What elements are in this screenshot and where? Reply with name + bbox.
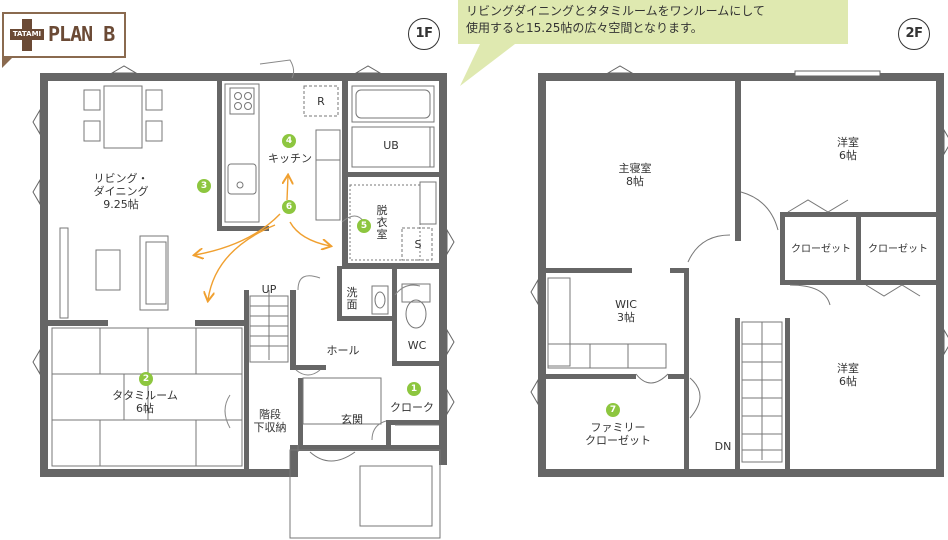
storage-s-label: S — [414, 238, 422, 251]
callout-line-1: リビングダイニングとタタミルームをワンルームにして — [466, 4, 765, 18]
badge-2: 2 — [139, 372, 153, 386]
callout-line-2: 使用すると15.25帖の広々空間となります。 — [466, 21, 703, 35]
badge-3: 3 — [197, 179, 211, 193]
living-room-label: リビング・ ダイニング 9.25帖 — [93, 172, 149, 211]
badge-1: 1 — [407, 382, 421, 396]
badge-4: 4 — [282, 134, 296, 148]
logo-tag: TATAMI — [10, 29, 44, 39]
bath-label: UB — [383, 139, 399, 152]
floor-1-walls — [40, 73, 447, 477]
wc-label: WC — [407, 339, 427, 352]
badge-5: 5 — [357, 219, 371, 233]
callout-box: リビングダイニングとタタミルームをワンルームにして 使用すると15.25帖の広々… — [458, 0, 848, 44]
washroom-label: 洗面 — [346, 286, 358, 311]
floor-2-walls — [538, 73, 944, 477]
closet-a-label: クローゼット — [791, 244, 851, 255]
cloak-label: クローク — [390, 401, 434, 414]
western-room-top-label: 洋室 6帖 — [837, 136, 859, 162]
wic-label: WIC 3帖 — [615, 298, 637, 324]
master-bedroom-label: 主寝室 8帖 — [618, 162, 652, 188]
logo-tail — [2, 56, 14, 68]
closet-b-label: クローゼット — [868, 244, 928, 255]
flow-arrows — [195, 176, 330, 300]
floor-2-badge: 2F — [898, 18, 930, 50]
floor-1-windows — [32, 65, 455, 416]
stair-storage-label: 階段 下収納 — [253, 408, 287, 434]
entrance-label: 玄関 — [341, 413, 363, 426]
plan-logo: TATAMI PLAN B — [2, 12, 126, 68]
tatami-room-label: タタミルーム 6帖 — [112, 389, 178, 415]
family-closet-label: ファミリー クローゼット — [585, 421, 651, 447]
floor-2-fixtures — [547, 191, 921, 463]
hall-label: ホール — [326, 344, 360, 357]
badge-6: 6 — [282, 200, 296, 214]
badge-7: 7 — [606, 403, 620, 417]
callout-pointer — [460, 44, 515, 86]
kitchen-label: キッチン — [268, 152, 312, 165]
stairs-up-label: UP — [261, 283, 277, 296]
western-room-bottom-label: 洋室 6帖 — [837, 362, 859, 388]
floor-1-fixtures — [51, 83, 441, 539]
logo-title: PLAN B — [48, 22, 115, 46]
stairs-down-label: DN — [714, 440, 732, 453]
dressing-room-label: 脱衣室 — [376, 204, 388, 241]
floor-1-badge: 1F — [408, 18, 440, 50]
floor-1-doors — [224, 59, 421, 441]
fridge-label: R — [317, 95, 325, 108]
